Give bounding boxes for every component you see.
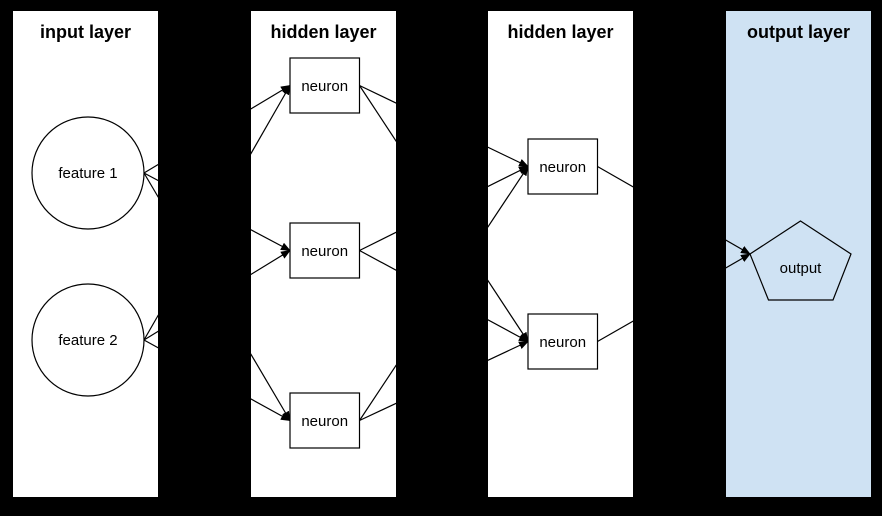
node-hidden1-neuron1-label: neuron — [301, 78, 348, 95]
node-hidden1-neuron3-label: neuron — [301, 413, 348, 430]
node-hidden1-neuron1 — [289, 57, 361, 114]
node-hidden2-neuron1 — [527, 138, 599, 195]
node-hidden1-neuron3 — [289, 392, 361, 449]
node-hidden2-neuron1-label: neuron — [539, 159, 586, 176]
node-feature-1-label: feature 1 — [58, 165, 117, 182]
node-feature-1 — [31, 116, 145, 230]
node-hidden1-neuron2-label: neuron — [301, 243, 348, 260]
column-hidden-layer-2 — [488, 11, 633, 497]
node-output-label: output — [780, 260, 823, 277]
node-hidden2-neuron2 — [527, 313, 599, 370]
column-input-layer — [13, 11, 158, 497]
node-feature-2-label: feature 2 — [58, 332, 117, 349]
hidden-layer-1-title: hidden layer — [270, 22, 376, 42]
node-hidden1-neuron2 — [289, 222, 361, 279]
node-output-pentagon — [749, 220, 852, 301]
output-layer-title: output layer — [747, 22, 850, 42]
node-feature-2 — [31, 283, 145, 397]
input-layer-title: input layer — [40, 22, 131, 42]
hidden-layer-2-title: hidden layer — [507, 22, 613, 42]
node-hidden2-neuron2-label: neuron — [539, 334, 586, 351]
